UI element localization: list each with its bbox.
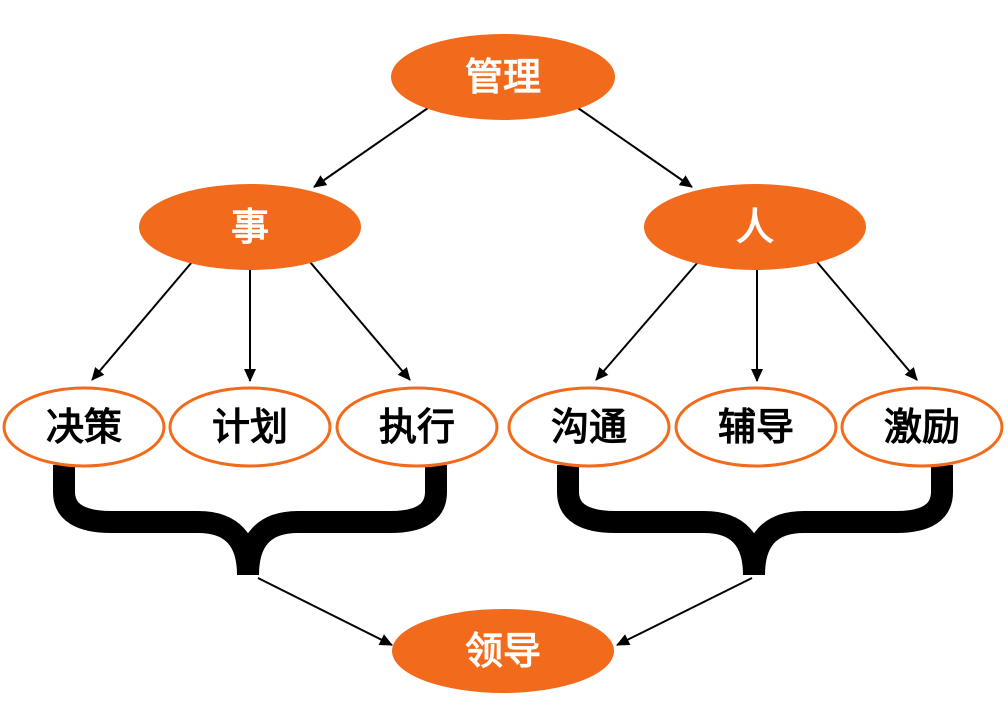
node-decision-shape [2,386,166,468]
node-plan: 计划 [168,386,332,468]
node-people-shape [644,184,866,270]
node-people-label: 人 [736,205,774,249]
node-leadership-label: 领导 [465,629,541,673]
node-decision: 决策 [2,386,166,468]
node-affairs: 事 [139,184,361,270]
node-motivate-shape [840,386,1004,468]
node-people: 人 [644,184,866,270]
node-communicate: 沟通 [507,386,671,468]
node-execute-label: 执行 [379,405,455,449]
node-affairs-shape [139,184,361,270]
node-leadership: 领导 [392,609,614,693]
connector-arrows [91,107,918,646]
node-management: 管理 [391,34,615,120]
node-management-shape [391,34,615,120]
node-communicate-label: 沟通 [551,405,627,449]
node-execute-shape [335,386,499,468]
node-communicate-shape [507,386,671,468]
arrow-people-to-motivate [816,261,918,381]
node-plan-shape [168,386,332,468]
right-brace [557,465,953,576]
arrow-left-brace-to-leadership [257,577,393,646]
arrow-affairs-to-decision [91,261,193,381]
node-motivate: 激励 [840,386,1004,468]
grouping-braces [53,465,953,576]
node-execute: 执行 [335,386,499,468]
arrow-management-to-people [577,107,693,188]
arrow-right-brace-to-leadership [616,577,753,646]
arrow-affairs-to-execute [309,261,411,381]
left-brace [53,465,447,576]
node-management-label: 管理 [465,55,541,99]
node-affairs-label: 事 [231,205,269,249]
node-coach-shape [674,386,838,468]
node-motivate-label: 激励 [884,405,960,449]
node-coach: 辅导 [674,386,838,468]
node-plan-label: 计划 [212,405,288,449]
node-coach-label: 辅导 [718,405,794,449]
node-decision-label: 决策 [46,405,122,449]
node-leadership-shape [392,609,614,693]
arrow-people-to-communicate [595,261,699,381]
arrow-management-to-affairs [313,107,429,188]
